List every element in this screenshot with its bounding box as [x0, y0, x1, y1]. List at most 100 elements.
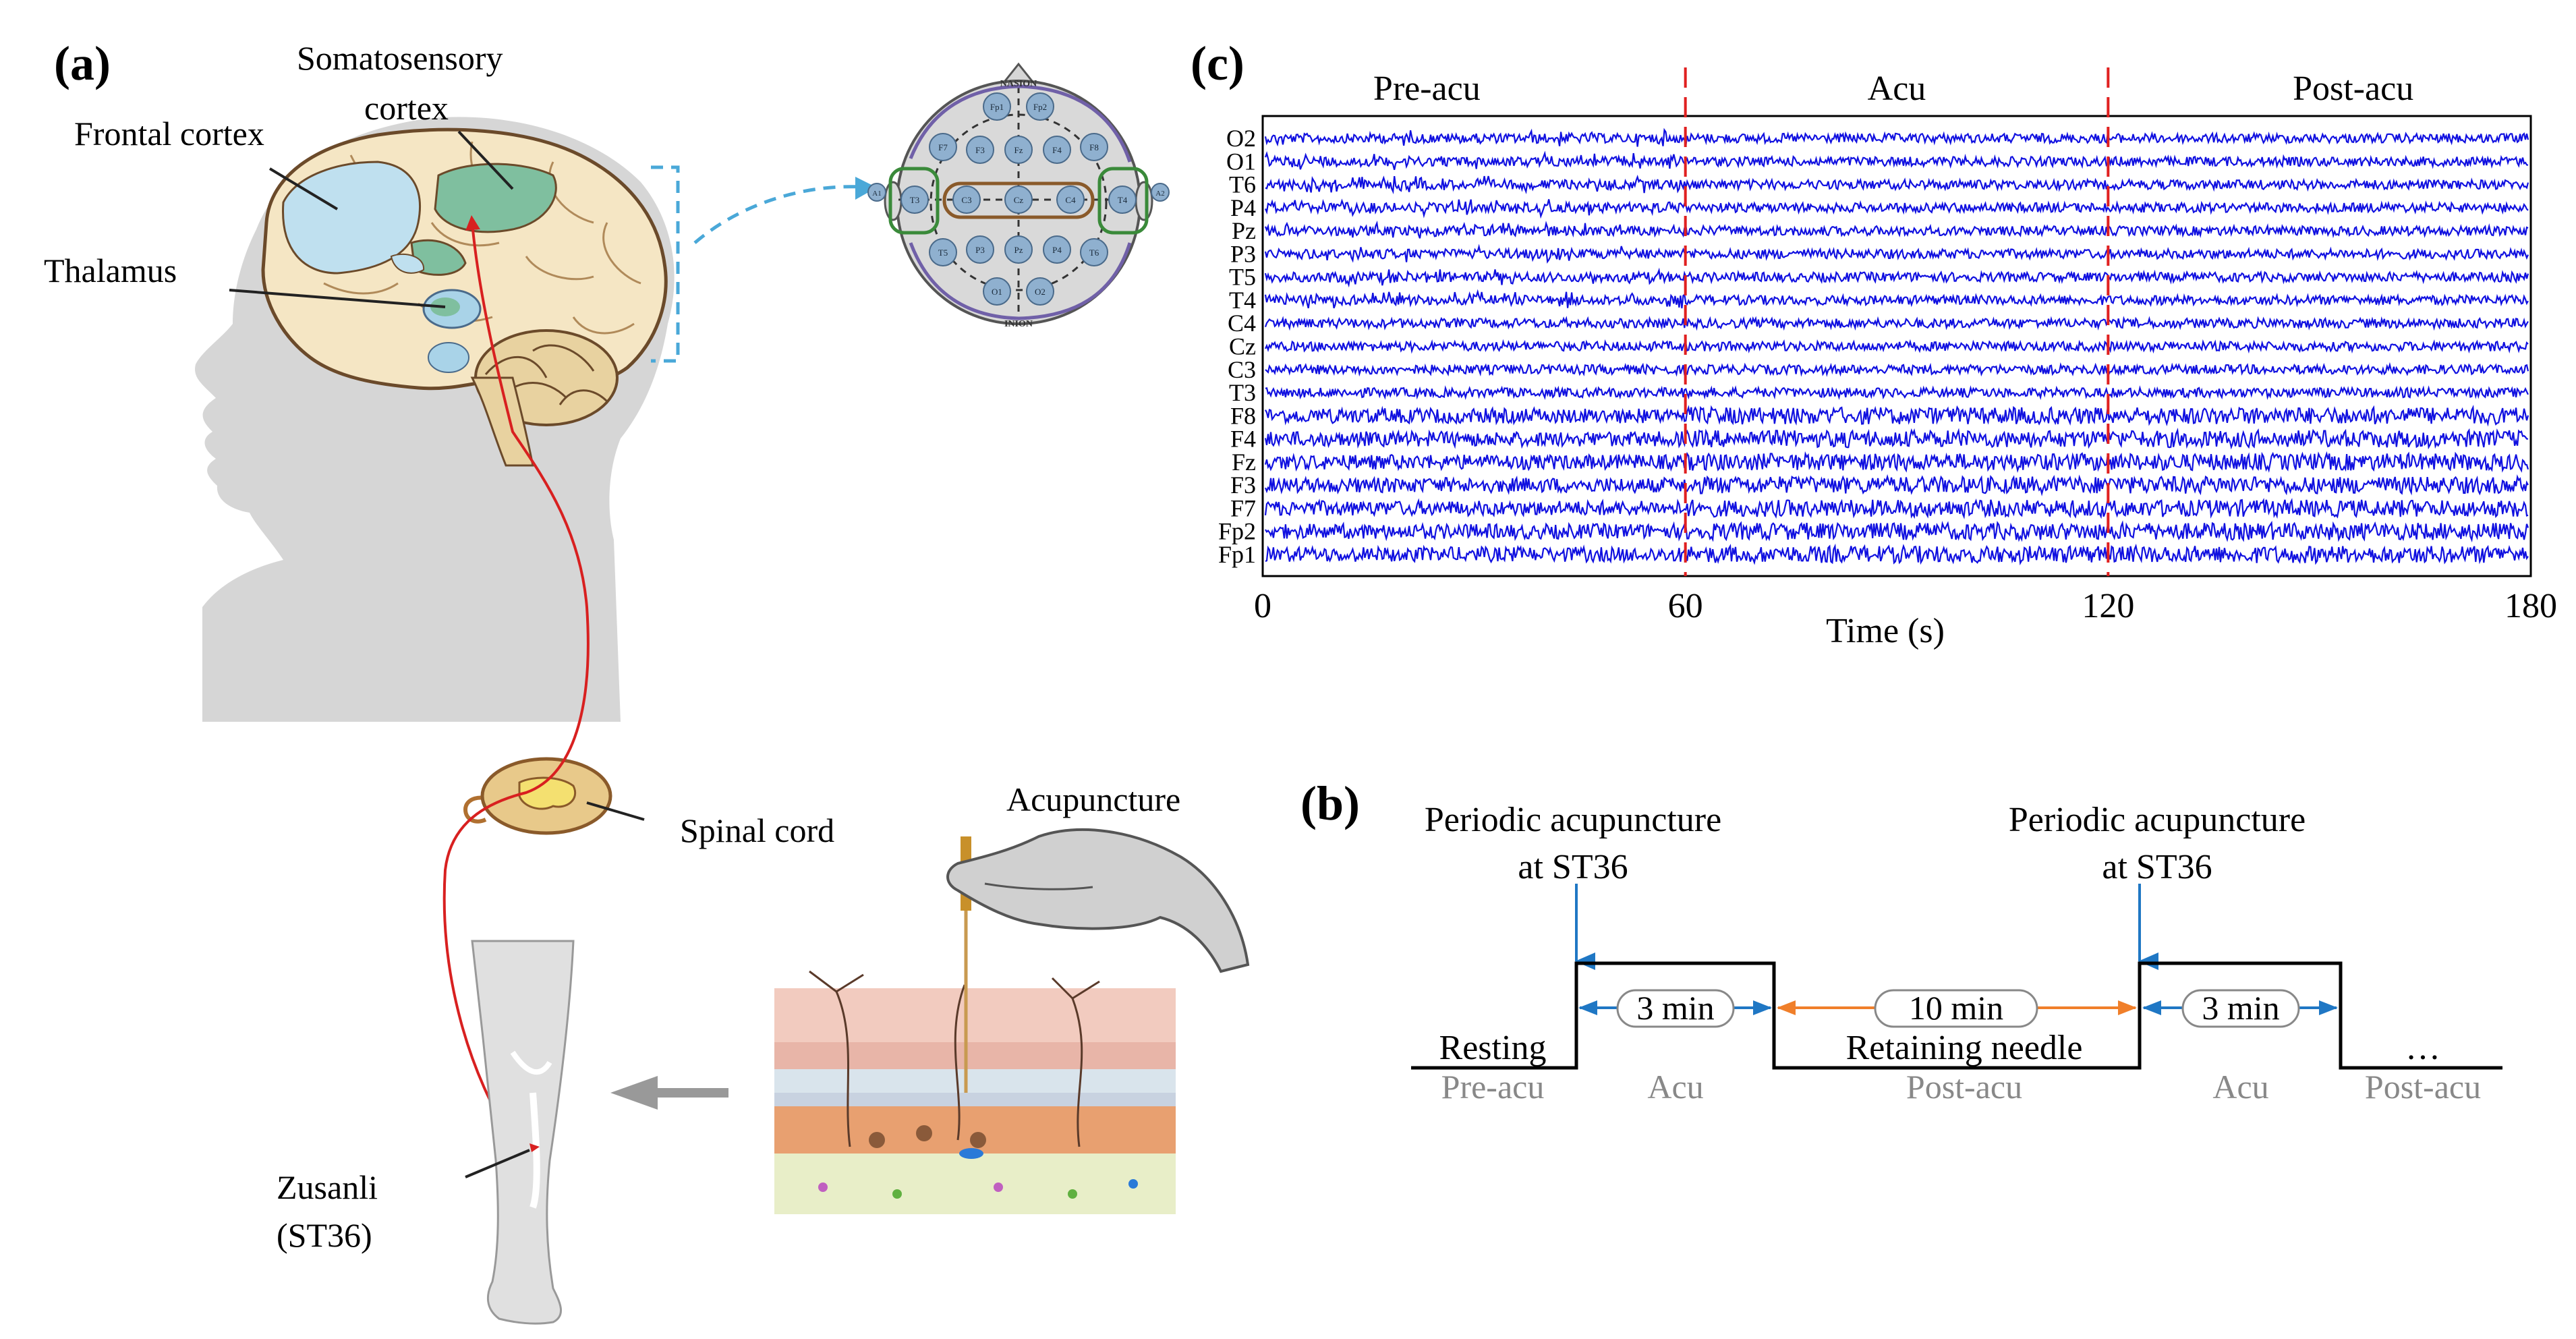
spinal-cord-leader [586, 801, 645, 821]
eeg-trace-o1 [1264, 150, 2529, 170]
tissue-to-leg-head [610, 1076, 658, 1110]
electrode-label-t5: T5 [938, 248, 948, 258]
channel-label-p3: P3 [1230, 240, 1256, 267]
electrode-o1 [983, 277, 1011, 306]
electrode-o2 [1026, 277, 1054, 306]
electrode-label-t3: T3 [910, 195, 919, 205]
thalamus-label: Thalamus [44, 252, 177, 289]
eeg-trace-cz [1264, 339, 2529, 354]
dashed-arrow-head [855, 177, 877, 200]
channel-label-cz: Cz [1229, 333, 1256, 360]
headmap-central-outline [942, 181, 1095, 219]
thalamus-leader [229, 289, 446, 308]
electrode-fp2 [1026, 92, 1054, 121]
headmap-right-temporal-outline [1097, 167, 1149, 235]
segment-label-post-acu: Post-acu [2293, 69, 2413, 108]
dashed-curved-arrow [693, 185, 871, 244]
phase-label-acu-2: Acu [2212, 1068, 2268, 1106]
eeg-trace-fp1 [1265, 543, 2529, 566]
duration-label-3: 3 min [2202, 989, 2279, 1027]
acupuncture-label: Acupuncture [1006, 780, 1180, 818]
segment-label-pre-acu: Pre-acu [1373, 69, 1481, 108]
headmap-left-ear [884, 181, 903, 221]
headmap-parietal-outline [909, 242, 1132, 320]
electrode-p3 [966, 235, 994, 264]
eeg-trace-t3 [1265, 385, 2529, 401]
eeg-trace-t6 [1265, 174, 2529, 194]
channel-label-fz: Fz [1232, 449, 1256, 476]
x-tick-180: 180 [2505, 587, 2557, 625]
zusanli-leader [465, 1149, 530, 1178]
electrode-t5 [929, 238, 957, 266]
tissue-band-1 [774, 1042, 1176, 1069]
electrode-label-fz: Fz [1014, 145, 1023, 155]
arrow2-label-1: Periodic acupuncture [2009, 801, 2306, 839]
brain-small-region-2 [428, 342, 469, 373]
frontal-cortex-label: Frontal cortex [74, 115, 264, 152]
electrode-c3 [952, 186, 981, 214]
channel-label-fp2: Fp2 [1218, 518, 1256, 545]
gloved-hand [946, 828, 1250, 973]
channel-label-f8: F8 [1230, 402, 1256, 429]
leg-illustration [465, 940, 575, 1325]
eeg-trace-o2 [1264, 127, 2529, 147]
retaining-needle-label: Retaining needle [1846, 1029, 2083, 1067]
spinal-grey-matter [518, 776, 577, 810]
phase-label-post-acu-2: Post-acu [2365, 1068, 2481, 1106]
tissue-illustration [774, 836, 1176, 1214]
electrode-label-f7: F7 [938, 142, 948, 152]
eeg-x-axis-label: Time (s) [1826, 612, 1945, 650]
phase-label-acu-1: Acu [1647, 1068, 1703, 1106]
eeg-trace-f4 [1264, 428, 2529, 450]
electrode-c4 [1056, 186, 1085, 214]
arrow2-label-2: at ST36 [2102, 848, 2212, 886]
arrow1-label-1: Periodic acupuncture [1425, 801, 1721, 839]
channel-label-c4: C4 [1228, 310, 1256, 337]
electrode-f4 [1043, 136, 1071, 164]
electrode-f3 [966, 136, 994, 164]
hand-finger-line [984, 882, 1093, 890]
channel-label-o2: O2 [1226, 125, 1256, 152]
dashed-bracket [651, 165, 680, 363]
tissue-top-layer [774, 988, 1176, 1042]
arrow1-label-2: at ST36 [1518, 848, 1628, 886]
electrode-label-cz: Cz [1014, 195, 1024, 205]
spinal-cord-illustration [463, 757, 645, 835]
st36-point-marker [529, 1143, 540, 1152]
eeg-trace-f3 [1264, 474, 2529, 496]
electrode-a2 [1151, 183, 1170, 202]
phase-label-pre-acu: Pre-acu [1441, 1068, 1545, 1106]
electrode-t4 [1108, 186, 1137, 214]
electrode-label-f8: F8 [1089, 142, 1099, 152]
electrode-label-t4: T4 [1118, 195, 1128, 205]
eeg-trace-pz [1264, 220, 2529, 239]
tissue-cells [818, 1125, 1138, 1199]
somatosensory-label-1: Somatosensory [297, 39, 503, 77]
channel-label-f4: F4 [1230, 426, 1256, 453]
eeg-trace-f7 [1264, 497, 2529, 519]
headmap-left-temporal-outline [888, 167, 940, 235]
channel-label-t4: T4 [1229, 287, 1256, 314]
electrode-label-p3: P3 [975, 245, 985, 255]
tissue-nerves [809, 970, 1100, 1147]
shin-highlight [529, 1092, 540, 1209]
eeg-trace-c3 [1265, 362, 2529, 377]
x-tick-120: 120 [2082, 587, 2134, 625]
headmap-inion-label: INION [1004, 319, 1033, 329]
channel-label-t6: T6 [1229, 171, 1256, 198]
headmap-inner-ring [929, 113, 1108, 291]
somatosensory-label-2: cortex [364, 89, 449, 127]
eeg-trace-c4 [1264, 316, 2529, 331]
leg-silhouette [471, 940, 575, 1325]
electrode-label-fp2: Fp2 [1033, 102, 1047, 112]
electrode-label-c3: C3 [961, 195, 971, 205]
eeg-trace-fp2 [1265, 520, 2529, 543]
electrode-label-f3: F3 [975, 145, 985, 155]
